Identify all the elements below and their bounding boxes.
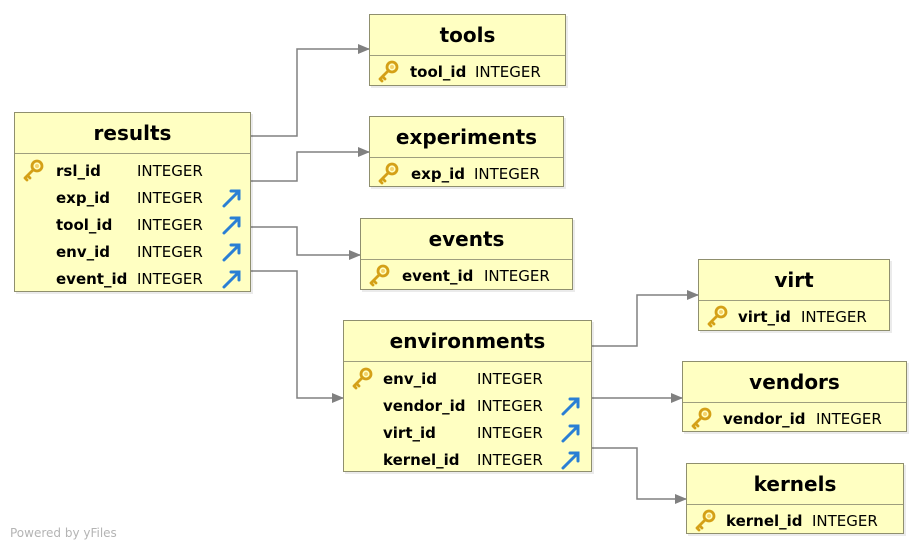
- table-row[interactable]: kernel_id INTEGER: [344, 446, 591, 473]
- field-type: INTEGER: [484, 266, 550, 285]
- field-type: INTEGER: [812, 511, 878, 530]
- table-row[interactable]: event_id INTEGER: [361, 262, 572, 289]
- field-name: exp_id: [411, 164, 465, 183]
- field-name: vendor_id: [383, 396, 466, 415]
- key-icon: [707, 305, 728, 327]
- connector-results-to-events: [251, 226, 361, 260]
- key-icon: [695, 509, 716, 531]
- footer-powered-by: Powered by yFiles: [10, 526, 117, 540]
- table-experiments[interactable]: experiments exp_id INTEGER: [369, 116, 564, 187]
- connector-results-to-experiments: [251, 147, 370, 182]
- field-type: INTEGER: [477, 423, 543, 442]
- key-icon: [378, 60, 399, 82]
- table-title: virt: [699, 260, 889, 301]
- key-icon: [691, 407, 712, 429]
- table-row[interactable]: virt_id INTEGER: [344, 419, 591, 446]
- key-icon: [369, 264, 390, 286]
- field-name: kernel_id: [383, 450, 460, 469]
- field-type: INTEGER: [477, 369, 543, 388]
- table-row[interactable]: virt_id INTEGER: [699, 303, 889, 330]
- field-name: virt_id: [383, 423, 436, 442]
- key-icon: [23, 159, 44, 181]
- field-type: INTEGER: [137, 161, 203, 180]
- field-type: INTEGER: [137, 269, 203, 288]
- connector-results-to-environments: [251, 270, 344, 403]
- connector-results-to-tools: [251, 44, 370, 137]
- table-row[interactable]: exp_id INTEGER: [370, 160, 563, 187]
- table-title: events: [361, 219, 572, 260]
- table-row[interactable]: env_id INTEGER: [15, 238, 250, 265]
- table-title: kernels: [687, 464, 903, 505]
- field-type: INTEGER: [137, 215, 203, 234]
- field-name: env_id: [383, 369, 438, 388]
- connector-environments-to-virt: [592, 290, 699, 347]
- table-row[interactable]: kernel_id INTEGER: [687, 507, 903, 534]
- field-type: INTEGER: [474, 164, 540, 183]
- field-type: INTEGER: [477, 396, 543, 415]
- field-name: event_id: [402, 266, 474, 285]
- foreign-key-arrow-icon: [222, 189, 241, 207]
- table-row[interactable]: tool_id INTEGER: [15, 211, 250, 238]
- table-tools[interactable]: tools tool_id INTEGER: [369, 14, 566, 86]
- field-name: rsl_id: [56, 161, 101, 180]
- table-title: environments: [344, 321, 591, 362]
- table-kernels[interactable]: kernels kernel_id INTEGER: [686, 463, 904, 534]
- field-name: vendor_id: [723, 409, 806, 428]
- table-row[interactable]: vendor_id INTEGER: [683, 405, 906, 432]
- field-name: tool_id: [56, 215, 113, 234]
- field-name: kernel_id: [726, 511, 803, 530]
- table-virt[interactable]: virt virt_id INTEGER: [698, 259, 890, 331]
- table-row[interactable]: exp_id INTEGER: [15, 184, 250, 211]
- foreign-key-arrow-icon: [222, 270, 241, 288]
- table-title: tools: [370, 15, 565, 56]
- field-type: INTEGER: [816, 409, 882, 428]
- table-vendors[interactable]: vendors vendor_id INTEGER: [682, 361, 907, 432]
- table-row[interactable]: env_id INTEGER: [344, 365, 591, 392]
- table-title: vendors: [683, 362, 906, 403]
- field-name: exp_id: [56, 188, 110, 207]
- field-type: INTEGER: [475, 62, 541, 81]
- field-name: env_id: [56, 242, 111, 261]
- field-type: INTEGER: [137, 242, 203, 261]
- table-row[interactable]: tool_id INTEGER: [370, 58, 565, 85]
- field-type: INTEGER: [477, 450, 543, 469]
- foreign-key-arrow-icon: [222, 243, 241, 261]
- connector-environments-to-kernels: [592, 447, 687, 504]
- field-type: INTEGER: [137, 188, 203, 207]
- field-type: INTEGER: [801, 307, 867, 326]
- key-icon: [378, 162, 399, 184]
- table-row[interactable]: event_id INTEGER: [15, 265, 250, 292]
- table-results[interactable]: results rsl_id INTEGER exp_id INTEGER: [14, 112, 251, 292]
- table-environments[interactable]: environments env_id INTEGER vendor_id IN…: [343, 320, 592, 472]
- key-icon: [352, 367, 373, 389]
- foreign-key-arrow-icon: [561, 397, 580, 415]
- table-title: results: [15, 113, 250, 154]
- table-events[interactable]: events event_id INTEGER: [360, 218, 573, 290]
- table-row[interactable]: vendor_id INTEGER: [344, 392, 591, 419]
- foreign-key-arrow-icon: [561, 451, 580, 469]
- field-name: event_id: [56, 269, 128, 288]
- table-title: experiments: [370, 117, 563, 158]
- field-name: virt_id: [738, 307, 791, 326]
- field-name: tool_id: [410, 62, 467, 81]
- foreign-key-arrow-icon: [222, 216, 241, 234]
- table-row[interactable]: rsl_id INTEGER: [15, 157, 250, 184]
- foreign-key-arrow-icon: [561, 424, 580, 442]
